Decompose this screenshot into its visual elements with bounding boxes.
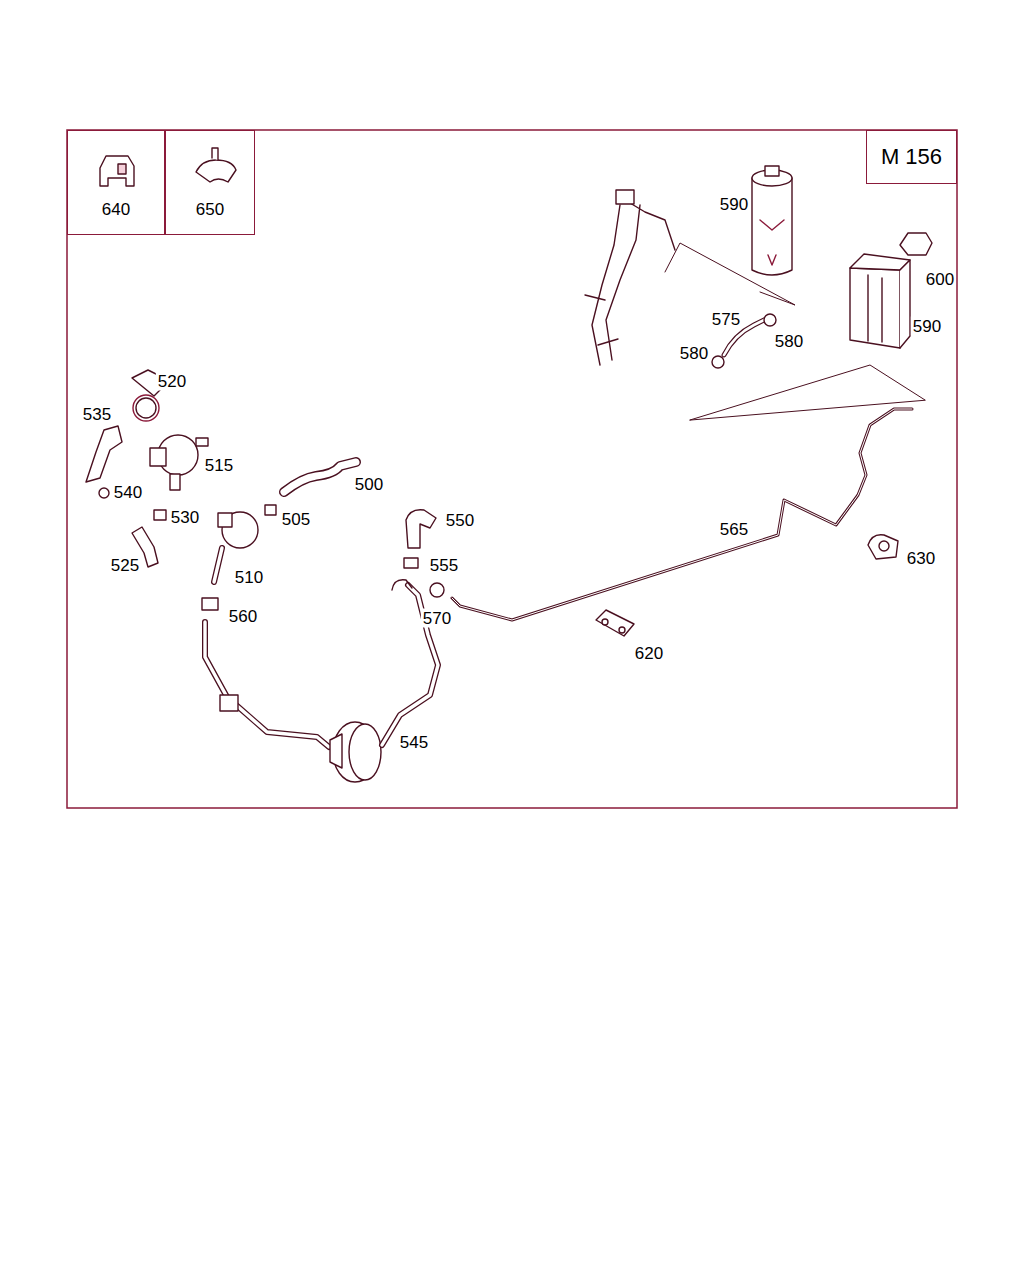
callout-number: 570 [421,609,453,628]
callout-number: 560 [227,607,259,626]
model-box: M 156 [866,130,957,184]
callout-number: 540 [112,483,144,502]
callout-number: 525 [109,556,141,575]
callout-number: 600 [924,270,956,289]
legend-cell: 640 [67,130,165,235]
callout-number: 505 [280,510,312,529]
callout-number: 630 [905,549,937,568]
callout-number: 575 [710,310,742,329]
callout-number: 545 [398,733,430,752]
callout-number: 530 [169,508,201,527]
callout-number: 640 [102,200,130,220]
model-code: M 156 [881,144,942,170]
callout-number: 510 [233,568,265,587]
callout-number: 555 [428,556,460,575]
callout-number: 515 [203,456,235,475]
callout-number: 520 [156,372,188,391]
callout-number: 535 [81,405,113,424]
callout-number: 580 [678,344,710,363]
callout-number: 620 [633,644,665,663]
callout-number: 650 [196,200,224,220]
callout-number: 590 [718,195,750,214]
callout-number: 590 [911,317,943,336]
callout-number: 580 [773,332,805,351]
frame [67,130,957,808]
callout-number: 565 [718,520,750,539]
callout-number: 500 [353,475,385,494]
legend-cell: 650 [165,130,255,235]
callout-number: 550 [444,511,476,530]
